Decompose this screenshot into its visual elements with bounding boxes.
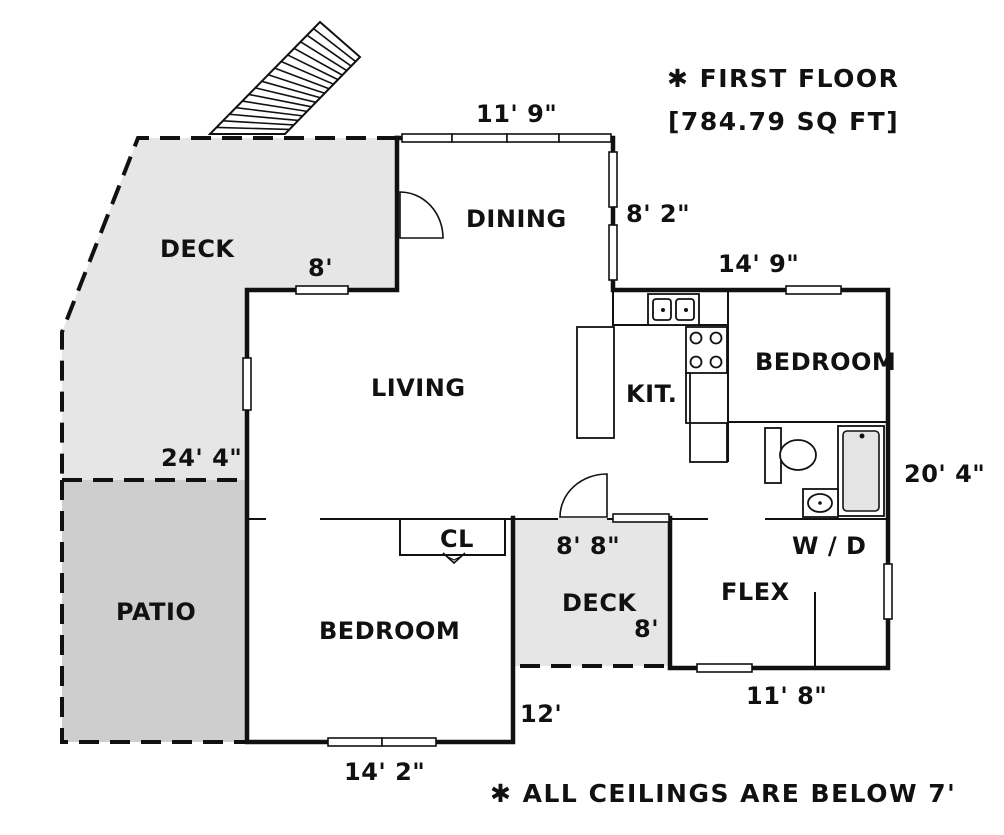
windows — [242, 133, 893, 747]
exterior-stairs — [207, 20, 362, 135]
stair-tread — [235, 106, 303, 117]
dim-bedroom-right-width: 14' 9" — [718, 250, 799, 278]
stair-tread — [242, 100, 308, 113]
bathroom-fixtures — [764, 425, 885, 518]
floor-area: [784.79 SQ FT] — [668, 107, 899, 136]
deck-lower-area — [513, 518, 670, 666]
deck-upper-outline — [60, 136, 397, 480]
room-label-flex: FLEX — [721, 578, 790, 606]
stair-tread — [287, 54, 339, 81]
stair-tread — [248, 93, 312, 108]
dim-dining-depth: 8' 2" — [626, 200, 690, 228]
stair-tread — [293, 47, 343, 76]
stair-tread — [300, 41, 348, 72]
closet-chevron-icon-inner — [445, 555, 463, 561]
room-label-deck-lower: DECK — [562, 589, 637, 617]
floor-title: ✱ FIRST FLOOR — [667, 64, 899, 93]
door-deck-lower — [559, 473, 608, 518]
patio-outline — [60, 478, 247, 744]
room-label-bedroom-lower: BEDROOM — [319, 617, 460, 645]
room-label-bedroom-right: BEDROOM — [755, 348, 896, 376]
kitchen-fixtures — [576, 293, 728, 463]
ceiling-note: ✱ ALL CEILINGS ARE BELOW 7' — [490, 779, 956, 808]
deck-upper-area — [62, 138, 397, 480]
stair-tread — [261, 80, 321, 99]
room-label-patio: PATIO — [116, 598, 196, 626]
stair-tread — [274, 67, 330, 90]
dim-overall-right: 20' 4" — [904, 460, 985, 488]
stair-tread — [280, 60, 334, 85]
dim-bedroom-lower-depth: 12' — [520, 700, 562, 728]
stair-tread — [255, 87, 317, 104]
dim-deck-lower-depth: 8' — [634, 615, 659, 643]
exterior-walls — [244, 135, 891, 745]
interior-walls — [248, 290, 888, 668]
room-label-deck-upper: DECK — [160, 235, 235, 263]
dim-dining-width: 11' 9" — [476, 100, 557, 128]
stair-tread — [306, 34, 352, 67]
door-dining — [399, 191, 444, 239]
room-label-living: LIVING — [371, 374, 466, 402]
dim-overall-left: 24' 4" — [161, 444, 242, 472]
dim-flex-width: 11' 8" — [746, 682, 827, 710]
room-label-closet: CL — [440, 525, 474, 553]
patio-area — [62, 480, 247, 742]
stair-tread — [229, 113, 299, 122]
stair-tread — [267, 73, 325, 94]
room-label-dining: DINING — [466, 205, 567, 233]
dim-deck-lower-width: 8' 8" — [556, 532, 620, 560]
room-label-kitchen: KIT. — [626, 380, 677, 408]
stair-tread — [222, 120, 294, 126]
room-label-laundry: W / D — [792, 532, 866, 560]
dim-deck-upper-depth: 8' — [308, 254, 333, 282]
dim-bedroom-lower-width: 14' 2" — [344, 758, 425, 786]
stair-tread — [313, 27, 357, 63]
stair-tread — [216, 126, 290, 131]
